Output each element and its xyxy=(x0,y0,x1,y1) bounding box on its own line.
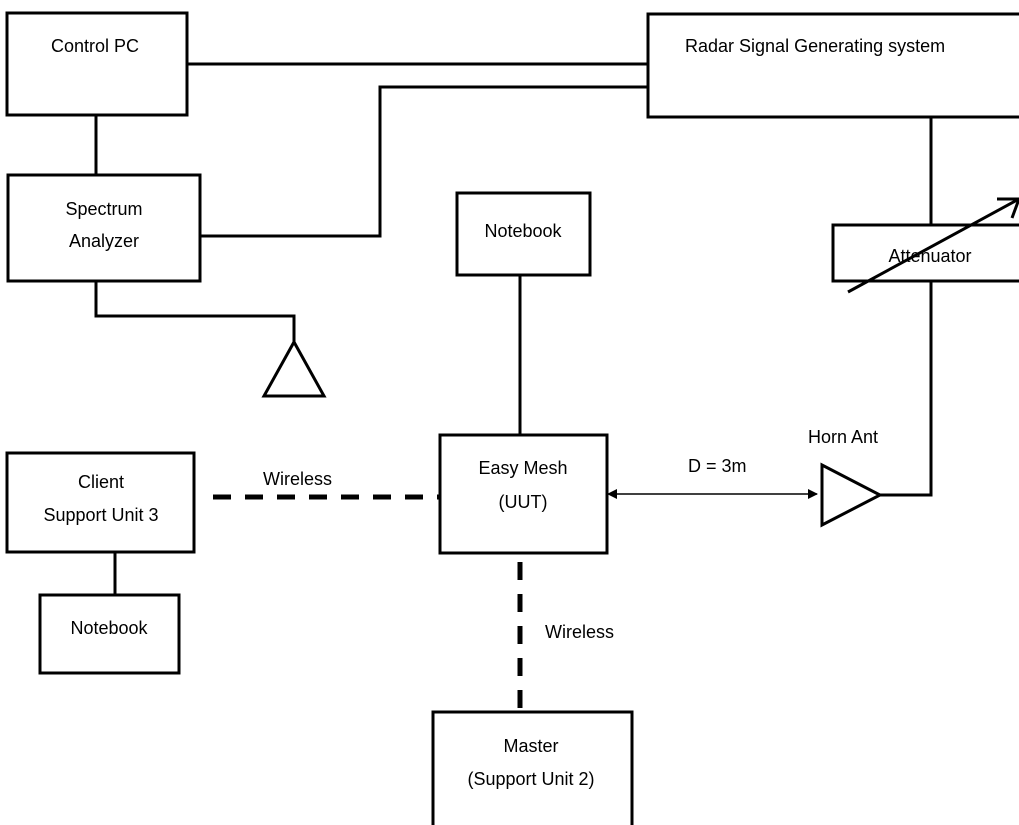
master-label-line2: (Support Unit 2) xyxy=(467,769,594,789)
control-pc-label: Control PC xyxy=(51,36,139,56)
attenuator-node: Attenuator xyxy=(831,197,1019,294)
client-box xyxy=(5,451,196,554)
variable-attenuator-arrow xyxy=(847,197,1019,294)
notebook-top-label: Notebook xyxy=(484,221,562,241)
control-pc-node: Control PC xyxy=(5,11,189,117)
spectrum-analyzer-label-line1: Spectrum xyxy=(65,199,142,219)
easy-mesh-box xyxy=(438,433,609,555)
connections xyxy=(94,62,933,712)
attenuator-label: Attenuator xyxy=(888,246,971,266)
notebook-top-box xyxy=(455,191,592,277)
spectrum-analyzer-node: Spectrum Analyzer xyxy=(6,173,202,283)
wireless-label-bottom: Wireless xyxy=(545,622,614,642)
master-node: Master (Support Unit 2) xyxy=(431,710,634,825)
client-label-line1: Client xyxy=(78,472,124,492)
horn-ant-label: Horn Ant xyxy=(808,427,878,447)
easy-mesh-label-line1: Easy Mesh xyxy=(478,458,567,478)
line-attenuator-horn xyxy=(880,281,933,497)
radar-system-box xyxy=(646,12,1019,119)
spectrum-analyzer-label-line2: Analyzer xyxy=(69,231,139,251)
spectrum-analyzer-box xyxy=(6,173,202,283)
notebook-client-box xyxy=(38,593,181,675)
client-label-line2: Support Unit 3 xyxy=(43,505,158,525)
master-box xyxy=(431,710,634,825)
master-label-line1: Master xyxy=(503,736,558,756)
client-node: Client Support Unit 3 xyxy=(5,451,196,554)
variable-attenuator-arrowhead xyxy=(997,197,1019,219)
wireless-label-left: Wireless xyxy=(263,469,332,489)
easy-mesh-label-line2: (UUT) xyxy=(499,492,548,512)
distance-label: D = 3m xyxy=(688,456,747,476)
control-pc-box xyxy=(5,11,189,117)
line-spectrum-antenna xyxy=(94,281,296,342)
horn-antenna-icon xyxy=(820,462,884,528)
notebook-top-node: Notebook xyxy=(455,191,592,277)
notebook-client-node: Notebook xyxy=(38,593,181,675)
notebook-client-label: Notebook xyxy=(70,618,148,638)
easy-mesh-node: Easy Mesh (UUT) xyxy=(438,433,609,555)
radar-system-node: Radar Signal Generating system xyxy=(646,12,1019,119)
receive-antenna-icon xyxy=(261,338,327,398)
line-spectrum-radar xyxy=(200,85,648,238)
attenuator-box xyxy=(831,223,1019,283)
radar-system-label: Radar Signal Generating system xyxy=(685,36,945,56)
